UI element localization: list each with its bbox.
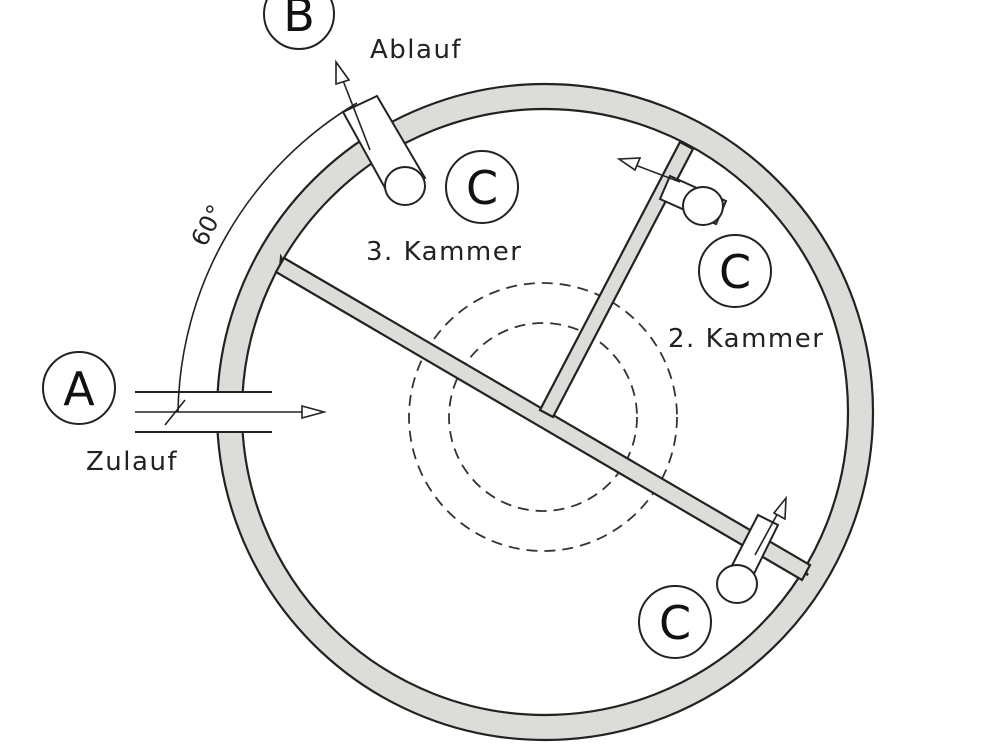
center-outer-dashed-circle bbox=[408, 282, 678, 552]
pipe-lower-right bbox=[716, 495, 787, 604]
marker-a-bubble bbox=[42, 351, 116, 425]
marker-a-label: A bbox=[63, 362, 95, 416]
second-partition-wall bbox=[538, 140, 695, 419]
outlet-pipe bbox=[335, 59, 427, 206]
ablauf-label: Ablauf bbox=[370, 35, 462, 65]
chamber-2-label: 2. Kammer bbox=[668, 324, 824, 354]
angle-60-label: 60° bbox=[186, 200, 231, 251]
marker-c-label-top: C bbox=[466, 161, 498, 215]
marker-c-bubble-right bbox=[698, 234, 772, 308]
marker-b-label: B bbox=[283, 0, 315, 42]
zulauf-label: Zulauf bbox=[86, 447, 178, 477]
center-inner-dashed-circle bbox=[448, 322, 638, 512]
main-partition-wall-body bbox=[274, 256, 812, 582]
angle-dimension-arc bbox=[177, 102, 358, 413]
marker-b-bubble bbox=[263, 0, 335, 50]
marker-c-label-right: C bbox=[719, 245, 751, 299]
marker-c-bubble-bottom bbox=[638, 585, 712, 659]
chamber-3-label: 3. Kammer bbox=[366, 237, 522, 267]
marker-c-label-bottom: C bbox=[659, 596, 691, 650]
marker-c-bubble-top bbox=[445, 150, 519, 224]
inlet-pipe bbox=[135, 391, 328, 433]
pipe-upper-right bbox=[616, 157, 728, 226]
